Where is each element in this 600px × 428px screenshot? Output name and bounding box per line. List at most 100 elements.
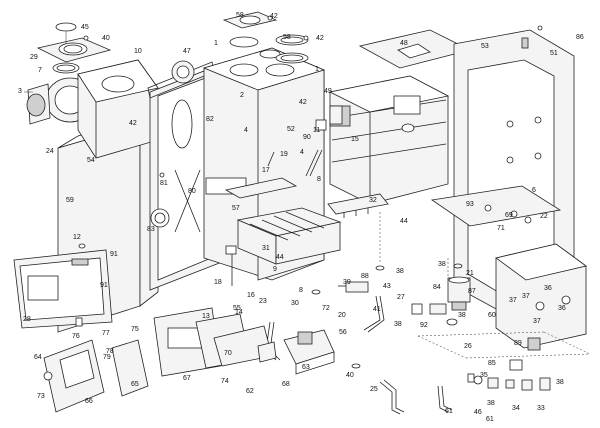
callout-label: 33 bbox=[537, 405, 545, 412]
callout-label: 16 bbox=[247, 292, 255, 299]
callout-label: 86 bbox=[576, 34, 584, 41]
callout-label: 1 bbox=[214, 40, 218, 47]
callout-label: 69 bbox=[505, 212, 513, 219]
callout-label: 14 bbox=[235, 309, 243, 316]
callout-label: 24 bbox=[46, 148, 54, 155]
callout-label: 64 bbox=[34, 354, 42, 361]
callout-label: 46 bbox=[474, 409, 482, 416]
callout-label: 36 bbox=[558, 305, 566, 312]
fittings-row bbox=[311, 263, 551, 391]
callout-label: 37 bbox=[533, 318, 541, 325]
gas-manifold bbox=[327, 193, 389, 218]
pressure-switch bbox=[315, 105, 343, 131]
callout-label: 51 bbox=[550, 50, 558, 57]
callout-label: 4 bbox=[300, 149, 304, 156]
bottom-bracket bbox=[495, 243, 587, 351]
callout-label: 84 bbox=[433, 284, 441, 291]
callout-label: 44 bbox=[276, 254, 284, 261]
callout-label: 38 bbox=[556, 379, 564, 386]
callout-label: 63 bbox=[302, 364, 310, 371]
callout-label: 31 bbox=[262, 245, 270, 252]
callout-label: 18 bbox=[214, 279, 222, 286]
gas-cock bbox=[338, 281, 369, 293]
callout-label: 90 bbox=[303, 134, 311, 141]
callout-label: 19 bbox=[280, 151, 288, 158]
callout-label: 74 bbox=[221, 378, 229, 385]
callout-label: 85 bbox=[488, 360, 496, 367]
callout-label: 28 bbox=[23, 316, 31, 323]
assembly-guide-lines bbox=[379, 212, 591, 359]
callout-label: 59 bbox=[66, 197, 74, 204]
callout-label: 54 bbox=[87, 157, 95, 164]
callout-label: 55 bbox=[233, 305, 241, 312]
callout-label: 12 bbox=[73, 234, 81, 241]
callout-label: 42 bbox=[129, 120, 137, 127]
callout-label: 70 bbox=[224, 350, 232, 357]
callout-label: 38 bbox=[394, 321, 402, 328]
callout-label: 79 bbox=[103, 354, 111, 361]
callout-label: 40 bbox=[346, 372, 354, 379]
display-module bbox=[213, 325, 277, 367]
callout-label: 67 bbox=[183, 375, 191, 382]
callout-label: 42 bbox=[299, 99, 307, 106]
diverter-valve bbox=[447, 276, 471, 311]
callout-label: 34 bbox=[512, 405, 520, 412]
callout-label: 91 bbox=[110, 251, 118, 258]
callout-label: 93 bbox=[466, 201, 474, 208]
top-flange bbox=[222, 11, 309, 64]
callout-label: 61 bbox=[445, 408, 453, 415]
heat-exchanger bbox=[328, 75, 450, 205]
callout-label: 87 bbox=[468, 288, 476, 295]
callout-label: 65 bbox=[131, 381, 139, 388]
callout-label: 17 bbox=[262, 167, 270, 174]
callout-label: 21 bbox=[466, 270, 474, 277]
flue-adaptor bbox=[36, 22, 112, 74]
callout-label: 72 bbox=[322, 305, 330, 312]
callout-label: 61 bbox=[486, 416, 494, 423]
control-box bbox=[43, 339, 105, 413]
callout-label: 9 bbox=[273, 266, 277, 273]
callout-label: 53 bbox=[481, 43, 489, 50]
callout-label: 32 bbox=[369, 197, 377, 204]
callout-label: 41 bbox=[373, 306, 381, 313]
callout-label: 83 bbox=[147, 226, 155, 233]
callout-label: 38 bbox=[438, 261, 446, 268]
callout-label: 39 bbox=[343, 279, 351, 286]
callout-label: 22 bbox=[540, 213, 548, 220]
burner-frame bbox=[224, 177, 298, 199]
callout-label: 2 bbox=[240, 92, 244, 99]
callout-label: 48 bbox=[400, 40, 408, 47]
callout-label: 81 bbox=[160, 180, 168, 187]
callout-label: 38 bbox=[458, 312, 466, 319]
callout-label: 49 bbox=[324, 88, 332, 95]
callout-label: 37 bbox=[509, 297, 517, 304]
callout-label: 8 bbox=[299, 287, 303, 294]
pcb bbox=[75, 317, 149, 397]
callout-label: 77 bbox=[102, 330, 110, 337]
callout-label: 38 bbox=[396, 268, 404, 275]
callout-label: 20 bbox=[338, 312, 346, 319]
callout-label: 75 bbox=[131, 326, 139, 333]
callout-label: 52 bbox=[287, 126, 295, 133]
callout-label: 56 bbox=[339, 329, 347, 336]
callout-label: 1 bbox=[315, 66, 319, 73]
sight-glass bbox=[171, 60, 195, 84]
callout-label: 36 bbox=[544, 285, 552, 292]
burner bbox=[236, 207, 342, 265]
callout-label: 10 bbox=[134, 48, 142, 55]
callout-label: 40 bbox=[102, 35, 110, 42]
callout-label: 76 bbox=[72, 333, 80, 340]
callout-label: 27 bbox=[397, 294, 405, 301]
callout-label: 68 bbox=[282, 381, 290, 388]
callout-label: 89 bbox=[514, 340, 522, 347]
callout-label: 80 bbox=[188, 188, 196, 195]
callout-label: 45 bbox=[81, 24, 89, 31]
fixing-screws bbox=[83, 15, 543, 178]
back-frame bbox=[453, 29, 575, 311]
callout-label: 73 bbox=[37, 393, 45, 400]
front-cover bbox=[13, 249, 113, 329]
callout-label: 58 bbox=[283, 34, 291, 41]
top-plate bbox=[358, 29, 472, 69]
